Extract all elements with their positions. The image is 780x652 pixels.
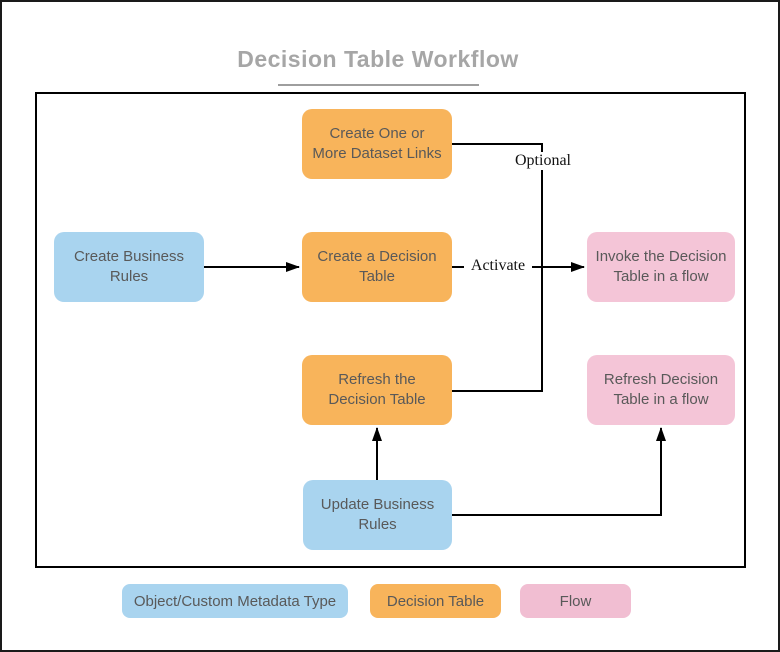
edge-label-activate: Activate [464, 257, 532, 275]
legend-object-custom-metadata-type: Object/Custom Metadata Type [122, 584, 348, 618]
node-create-decision-table: Create a Decision Table [302, 232, 452, 302]
node-create-dataset-links: Create One or More Dataset Links [302, 109, 452, 179]
node-create-business-rules: Create Business Rules [54, 232, 204, 302]
legend-flow: Flow [520, 584, 631, 618]
node-invoke-decision-table-flow: Invoke the Decision Table in a flow [587, 232, 735, 302]
legend-decision-table: Decision Table [370, 584, 501, 618]
edge-label-optional: Optional [510, 152, 576, 170]
node-refresh-decision-table-flow: Refresh Decision Table in a flow [587, 355, 735, 425]
node-update-business-rules: Update Business Rules [303, 480, 452, 550]
title-underline [278, 84, 479, 86]
page-title: Decision Table Workflow [237, 46, 519, 72]
node-refresh-decision-table: Refresh the Decision Table [302, 355, 452, 425]
